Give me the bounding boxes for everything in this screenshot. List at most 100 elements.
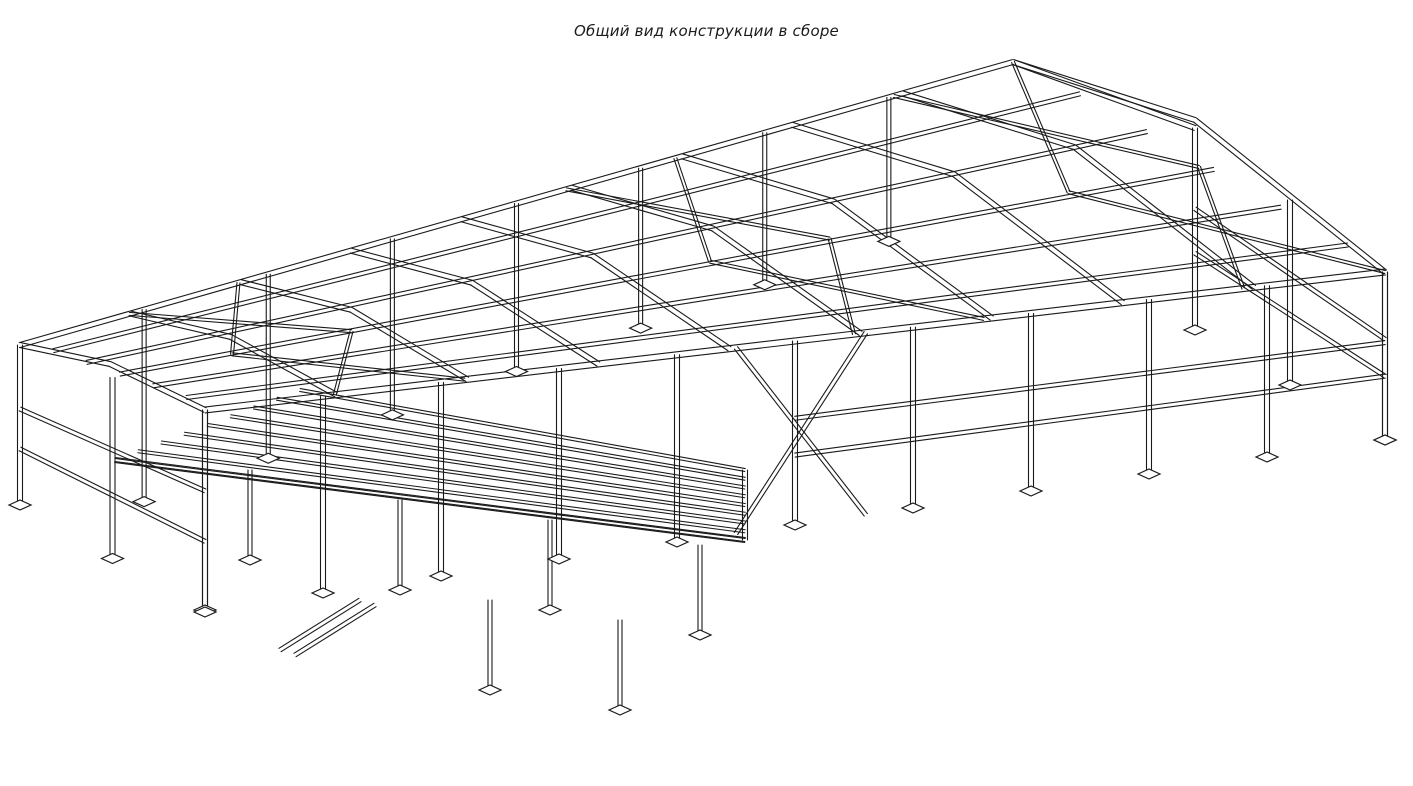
- roof-rafter: [349, 311, 467, 383]
- gable-girt: [20, 406, 207, 490]
- base-plate: [477, 684, 503, 696]
- wall-girt: [794, 440, 914, 458]
- roof-brace: [232, 282, 241, 356]
- base-plate: [255, 452, 281, 464]
- roof-rafter: [951, 175, 1122, 306]
- steel-frame-structure: [16, 59, 1389, 711]
- roof-rafter: [461, 216, 594, 254]
- roof-purlin: [53, 95, 1081, 354]
- gable-girt: [1193, 209, 1385, 342]
- roof-rafter: [680, 158, 834, 205]
- wall-girt: [912, 420, 1032, 438]
- roof-brace: [676, 157, 713, 262]
- mezzanine-joist: [299, 390, 746, 473]
- base-plate: [7, 499, 33, 511]
- base-plate: [1277, 379, 1303, 391]
- back-eave-beam: [18, 59, 1013, 344]
- base-plate: [504, 365, 529, 378]
- mezzanine-beam: [114, 461, 746, 544]
- back-right-eave: [1013, 59, 1197, 127]
- mezzanine-joist: [207, 422, 746, 505]
- wall-girt: [1148, 393, 1268, 411]
- roof-brace: [231, 352, 466, 379]
- wall-girt: [1030, 409, 1150, 427]
- roof-brace: [1067, 193, 1386, 275]
- roof-purlin: [118, 166, 1215, 373]
- roof-brace: [709, 262, 985, 321]
- wall-girt: [1148, 355, 1268, 372]
- roof-brace: [128, 311, 353, 331]
- back-right-eave: [1011, 63, 1195, 131]
- roof-rafter: [351, 247, 473, 281]
- mezzanine-joist: [183, 434, 746, 516]
- base-plate: [1182, 324, 1208, 336]
- mezzanine-joist: [229, 417, 746, 499]
- base-plate: [192, 606, 218, 618]
- mezzanine-joist: [276, 396, 746, 478]
- roof-rafter: [1192, 121, 1384, 275]
- roof-brace: [231, 355, 465, 382]
- roof-rafter: [110, 361, 207, 409]
- base-plate: [687, 629, 713, 641]
- base-plates: [7, 235, 1398, 716]
- roof-rafter: [129, 315, 231, 340]
- base-plate: [628, 322, 654, 334]
- roof-brace: [1197, 166, 1243, 290]
- wall-girt: [912, 424, 1032, 442]
- stair-stringer: [293, 602, 375, 654]
- mezzanine-joist: [276, 399, 746, 481]
- base-plate: [1372, 434, 1398, 446]
- mezzanine-joist: [252, 408, 746, 490]
- roof-brace: [827, 238, 854, 336]
- wall-girt: [1266, 340, 1386, 357]
- roof-brace: [709, 259, 985, 319]
- roof-rafter: [954, 171, 1125, 302]
- roof-rafter: [108, 365, 205, 413]
- mezzanine-joist: [114, 460, 746, 543]
- base-plate: [607, 704, 633, 716]
- roof-brace: [565, 187, 831, 238]
- front-eave-beam: [204, 268, 1386, 408]
- stair-stringer: [295, 606, 377, 658]
- roof-rafter: [240, 279, 353, 308]
- roof-rafter: [239, 283, 352, 313]
- wall-brace: [737, 346, 868, 515]
- wall-girt: [1148, 359, 1268, 376]
- base-plate: [379, 409, 405, 421]
- roof-brace: [892, 96, 1200, 170]
- roof-rafter: [590, 257, 729, 352]
- base-plate: [546, 553, 572, 565]
- roof-purlin: [152, 204, 1282, 385]
- mezzanine-joist: [184, 431, 746, 513]
- wall-girt: [912, 385, 1032, 402]
- gable-girt: [18, 450, 205, 544]
- base-plate: [100, 552, 125, 565]
- gable-girt: [1195, 251, 1387, 376]
- roof-brace: [229, 282, 238, 355]
- roof-brace: [830, 237, 857, 335]
- stair-stringer: [278, 597, 360, 649]
- roof-rafter: [831, 202, 991, 321]
- gable-girt: [1195, 206, 1387, 339]
- mezzanine-joist: [160, 440, 746, 522]
- roof-brace: [565, 190, 830, 241]
- roof-rafter: [469, 284, 598, 367]
- roof-brace: [1013, 60, 1071, 193]
- mezzanine-joist: [230, 414, 746, 496]
- wall-girt: [1266, 377, 1386, 395]
- roof-purlin: [152, 208, 1282, 389]
- back-eave-beam: [20, 63, 1015, 348]
- base-plate: [1136, 468, 1162, 480]
- wall-brace: [737, 333, 869, 536]
- roof-rafter: [1072, 148, 1253, 290]
- base-plate: [237, 554, 263, 566]
- roof-purlin: [86, 133, 1148, 365]
- roof-purlin: [85, 129, 1148, 361]
- mezzanine-joist: [253, 405, 746, 487]
- wall-girt: [1266, 343, 1386, 361]
- front-eave-beam: [204, 274, 1386, 414]
- roof-brace: [1068, 190, 1386, 272]
- base-plate: [664, 536, 690, 548]
- wall-girt: [1148, 389, 1268, 407]
